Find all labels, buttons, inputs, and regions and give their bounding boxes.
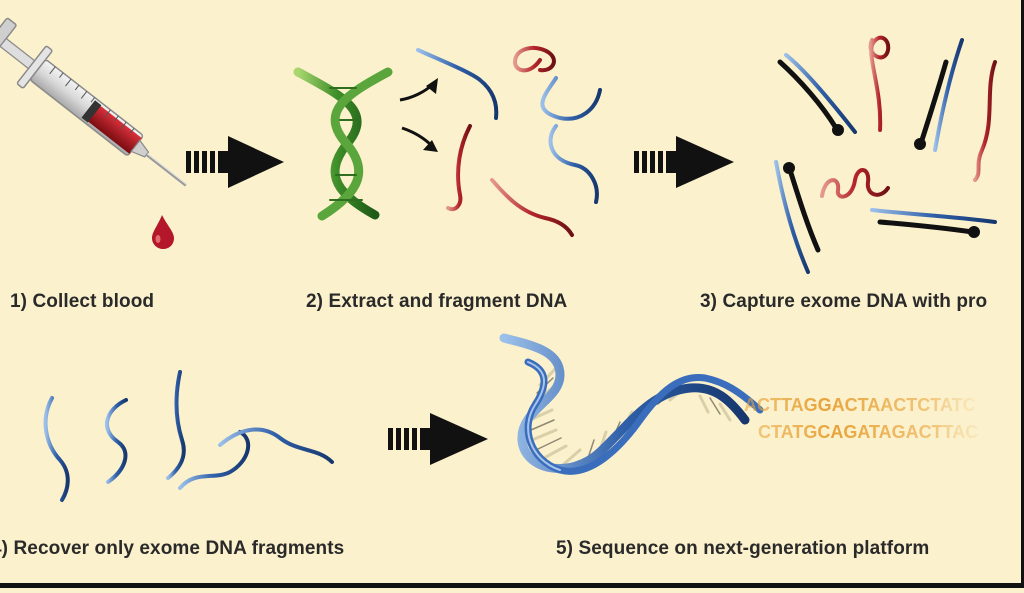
arrow-right-icon	[399, 78, 438, 152]
capture-probe-icon	[774, 35, 997, 274]
syringe-icon	[0, 17, 187, 249]
dna-fragment-icon	[43, 370, 334, 502]
sequence-line-2: CTATGCAGATAGACTTAC	[758, 422, 978, 442]
step-2-label: 2) Extract and fragment DNA	[306, 291, 568, 312]
sequence-readout: ACTTAGGACTAACTCTATC CTATGCAGATAGACTTAC	[744, 395, 978, 442]
dna-double-helix-icon	[499, 333, 764, 475]
step-1-label: 1) Collect blood	[10, 291, 155, 312]
bottom-border	[0, 583, 1024, 588]
right-border	[1021, 0, 1024, 588]
step-4-label: 4) Recover only exome DNA fragments	[0, 538, 345, 559]
arrow-right-icon	[388, 413, 488, 465]
arrow-right-icon	[186, 136, 284, 188]
dna-helix-icon	[293, 67, 393, 221]
dna-fragment-icon	[416, 45, 602, 237]
step-5-label: 5) Sequence on next-generation platform	[556, 538, 930, 559]
step-3-label: 3) Capture exome DNA with pro	[700, 291, 988, 312]
sequence-line-1: ACTTAGGACTAACTCTATC	[744, 395, 976, 415]
arrow-right-icon	[634, 136, 734, 188]
